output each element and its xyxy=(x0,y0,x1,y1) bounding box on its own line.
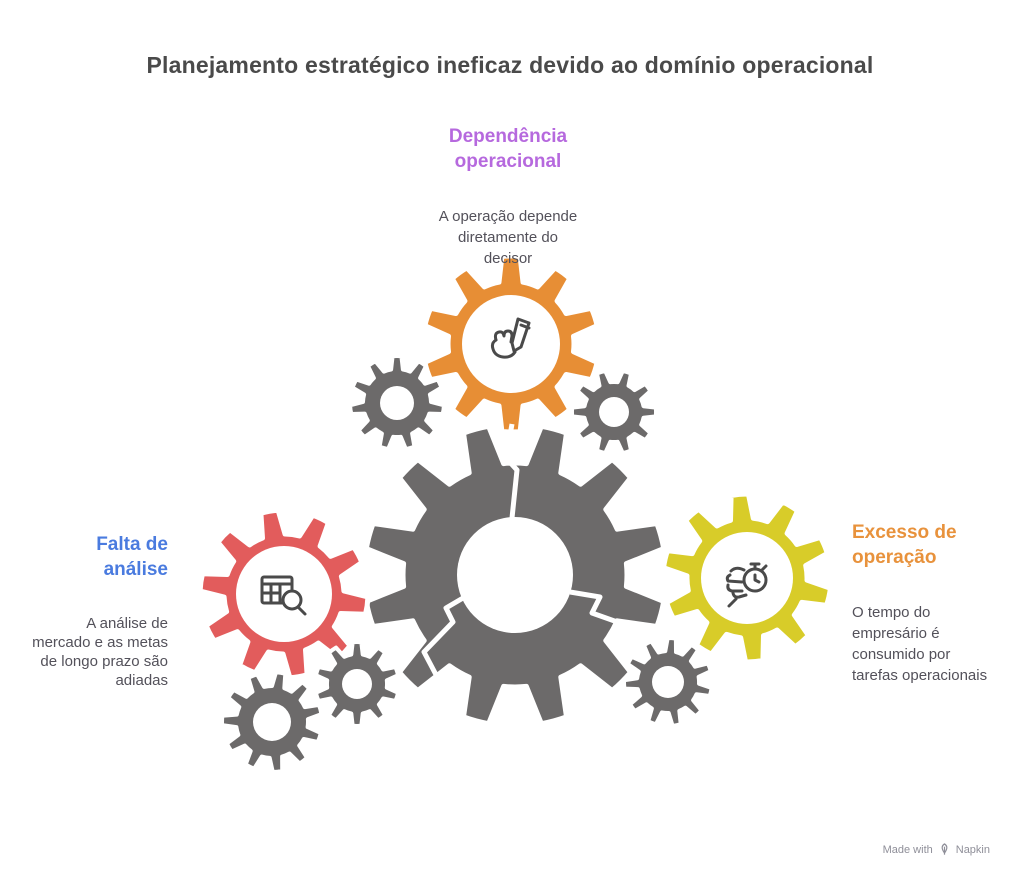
section-dependencia-operacional: Dependência operacional A operação depen… xyxy=(388,106,628,287)
small-gear-bottom-mid xyxy=(313,639,401,729)
watermark-brand: Napkin xyxy=(955,843,990,856)
table-magnifier-icon xyxy=(260,575,307,616)
section-excesso-de-operacao: Excesso de operação O tempo do empresári… xyxy=(852,502,1014,704)
small-gear-top-left xyxy=(348,353,446,452)
hand-stopwatch-icon xyxy=(725,562,768,608)
section-body-excesso: O tempo do empresário é consumido por ta… xyxy=(852,604,988,684)
dependencia-gear xyxy=(422,253,600,435)
small-gear-bottom-right xyxy=(621,636,714,728)
excesso-gear xyxy=(661,491,833,665)
hand-signing-icon xyxy=(490,317,531,359)
gear-crack xyxy=(421,595,465,690)
section-heading-falta-analise: Falta de análise xyxy=(96,534,168,580)
falta-analise-gear xyxy=(197,507,371,681)
section-heading-dependencia: Dependência operacional xyxy=(448,126,568,172)
section-falta-de-analise: Falta de análise A análise de mercado e … xyxy=(18,514,168,708)
diagram-title: Planejamento estratégico ineficaz devido… xyxy=(146,52,874,78)
gear-crack xyxy=(569,589,655,638)
section-body-falta-analise: A análise de mercado e as metas de longo… xyxy=(32,615,168,689)
watermark-prefix: Made with xyxy=(882,843,933,856)
napkin-watermark: Made with Napkin xyxy=(883,843,990,856)
gear-crack xyxy=(503,423,520,519)
section-body-dependencia: A operação depende diretamente do deciso… xyxy=(438,208,578,267)
central-broken-gear xyxy=(363,423,667,727)
napkin-logo-icon xyxy=(941,843,948,855)
small-gear-bottom-left xyxy=(220,670,324,774)
small-gear-top-right xyxy=(569,368,659,456)
section-heading-excesso: Excesso de operação xyxy=(852,522,957,568)
